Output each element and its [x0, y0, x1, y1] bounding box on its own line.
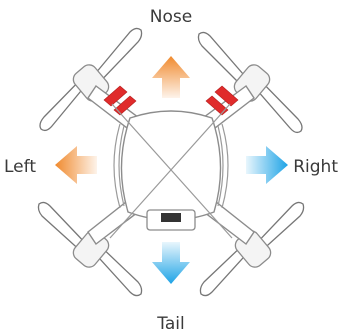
label-left: Left: [4, 157, 36, 177]
label-right: Right: [293, 157, 338, 177]
arrow-left-icon: [55, 146, 97, 184]
landing-gear: [113, 123, 229, 209]
camera-gimbal: [146, 209, 196, 231]
arm-bands: [103, 85, 239, 116]
drone-body: [87, 84, 255, 246]
arrow-down-icon: [152, 242, 190, 284]
label-tail: Tail: [156, 314, 184, 334]
label-nose: Nose: [150, 7, 192, 27]
arrow-up-icon: [152, 56, 190, 98]
arrow-right-icon: [246, 146, 288, 184]
body-crossing-lines: [109, 103, 233, 239]
